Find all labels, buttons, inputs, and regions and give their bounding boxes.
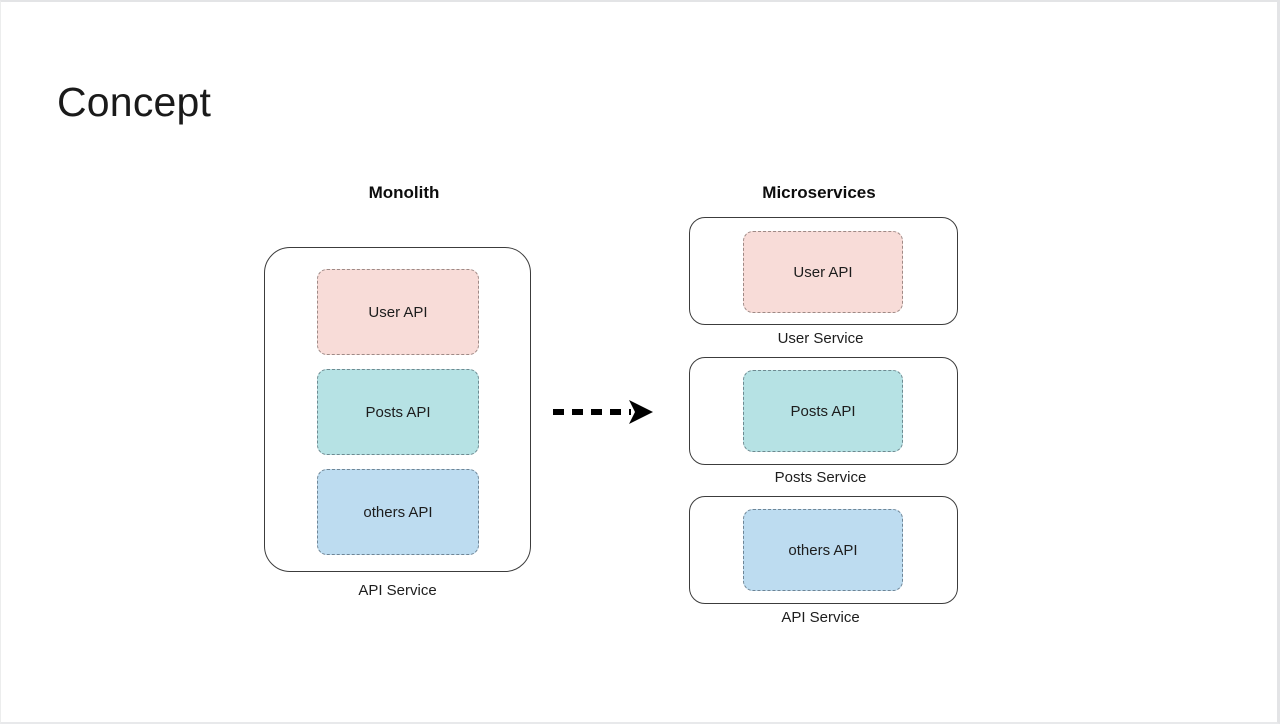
monolith-module-others-api[interactable]: others API xyxy=(317,469,479,555)
dashed-arrow-right-icon xyxy=(553,400,653,424)
monolith-module-posts-api[interactable]: Posts API xyxy=(317,369,479,455)
posts-service-caption: Posts Service xyxy=(774,469,867,486)
monolith-heading: Monolith xyxy=(368,183,440,202)
user-service-caption: User Service xyxy=(777,330,864,347)
api-service-caption: API Service xyxy=(781,609,860,626)
microservices-heading: Microservices xyxy=(762,183,876,202)
api-service-module-others-api[interactable]: others API xyxy=(743,509,903,591)
user-service-module-user-api[interactable]: User API xyxy=(743,231,903,313)
monolith-container-caption: API Service xyxy=(358,582,437,599)
monolith-module-user-api[interactable]: User API xyxy=(317,269,479,355)
page-title: Concept xyxy=(57,79,212,125)
posts-service-module-posts-api[interactable]: Posts API xyxy=(743,370,903,452)
